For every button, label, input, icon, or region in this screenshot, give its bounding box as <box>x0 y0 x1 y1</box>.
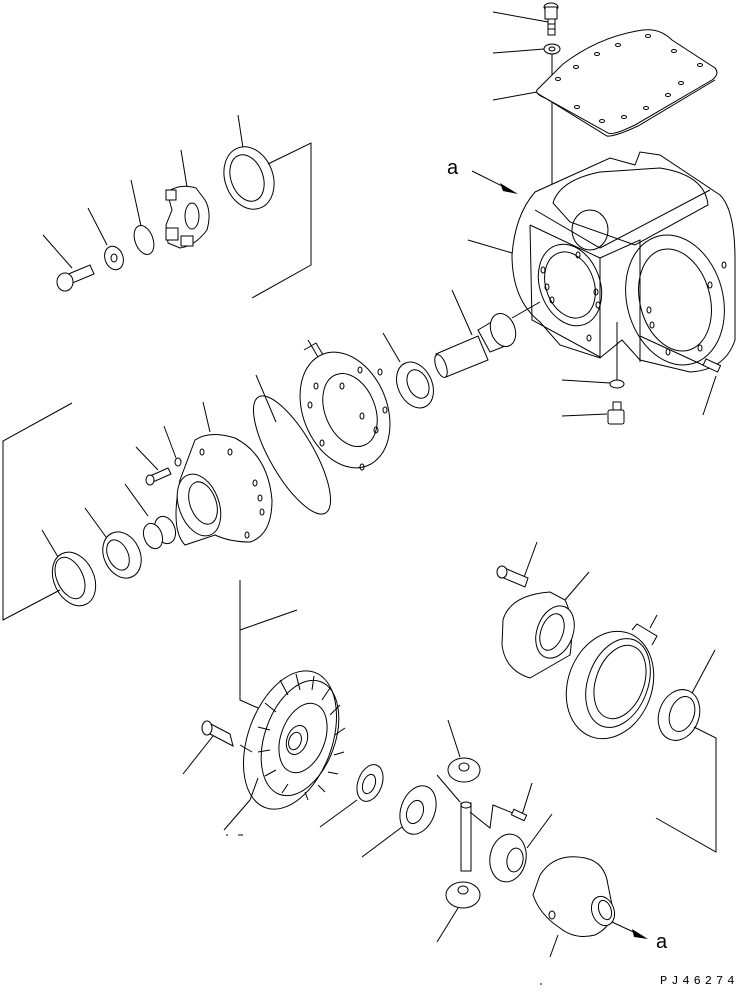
view-label-a-top: a <box>447 157 459 179</box>
coupling-yoke[interactable] <box>165 149 210 249</box>
top-cover-plate[interactable] <box>492 29 718 215</box>
o-ring-large[interactable] <box>239 374 344 524</box>
pinion-cage[interactable] <box>169 401 273 546</box>
drain-plug[interactable] <box>561 401 625 425</box>
bearing-retainer[interactable] <box>501 571 590 679</box>
side-gear-right[interactable] <box>486 813 553 885</box>
coupling-washer[interactable] <box>87 207 127 272</box>
lock-pin[interactable] <box>510 782 533 822</box>
drawing-code: PJ46274 <box>660 974 738 988</box>
retainer-shim[interactable] <box>552 614 669 751</box>
view-arrow-bottom <box>611 921 648 939</box>
dowel-pin[interactable] <box>639 335 722 416</box>
differential-case[interactable] <box>532 856 618 958</box>
view-arrow-top <box>471 170 518 194</box>
gear-case-housing[interactable] <box>467 151 738 376</box>
cage-bolt[interactable] <box>135 446 172 486</box>
cage-washer[interactable] <box>163 425 182 467</box>
outer-bearing[interactable] <box>84 507 148 584</box>
bracket-left <box>2 402 298 709</box>
drain-plug-gasket[interactable] <box>561 322 625 389</box>
differential-bearing[interactable] <box>651 649 717 853</box>
coupling-o-ring[interactable] <box>130 179 157 257</box>
cover-bolt[interactable] <box>492 2 559 36</box>
bevel-gear-bolt[interactable] <box>182 720 253 775</box>
coupling-bolt[interactable] <box>42 234 95 292</box>
pinion-cage-shim[interactable] <box>284 339 407 482</box>
oil-seal-upper[interactable] <box>216 114 312 299</box>
view-label-a-bottom: a <box>656 931 668 953</box>
pinion-gear-bottom[interactable] <box>436 881 481 943</box>
pinion-bearing[interactable] <box>382 332 441 414</box>
bevel-gear[interactable] <box>223 658 354 831</box>
spacer-sleeve[interactable] <box>124 483 179 551</box>
oil-seal-lower[interactable] <box>41 529 104 613</box>
thrust-washer[interactable] <box>319 761 388 828</box>
pinion-gear-top[interactable] <box>447 719 481 783</box>
bearing-retainer-bolt[interactable] <box>496 541 538 588</box>
side-gear-left[interactable] <box>361 781 443 858</box>
spider-shaft[interactable] <box>436 774 521 872</box>
pinion-shaft[interactable] <box>432 289 541 379</box>
